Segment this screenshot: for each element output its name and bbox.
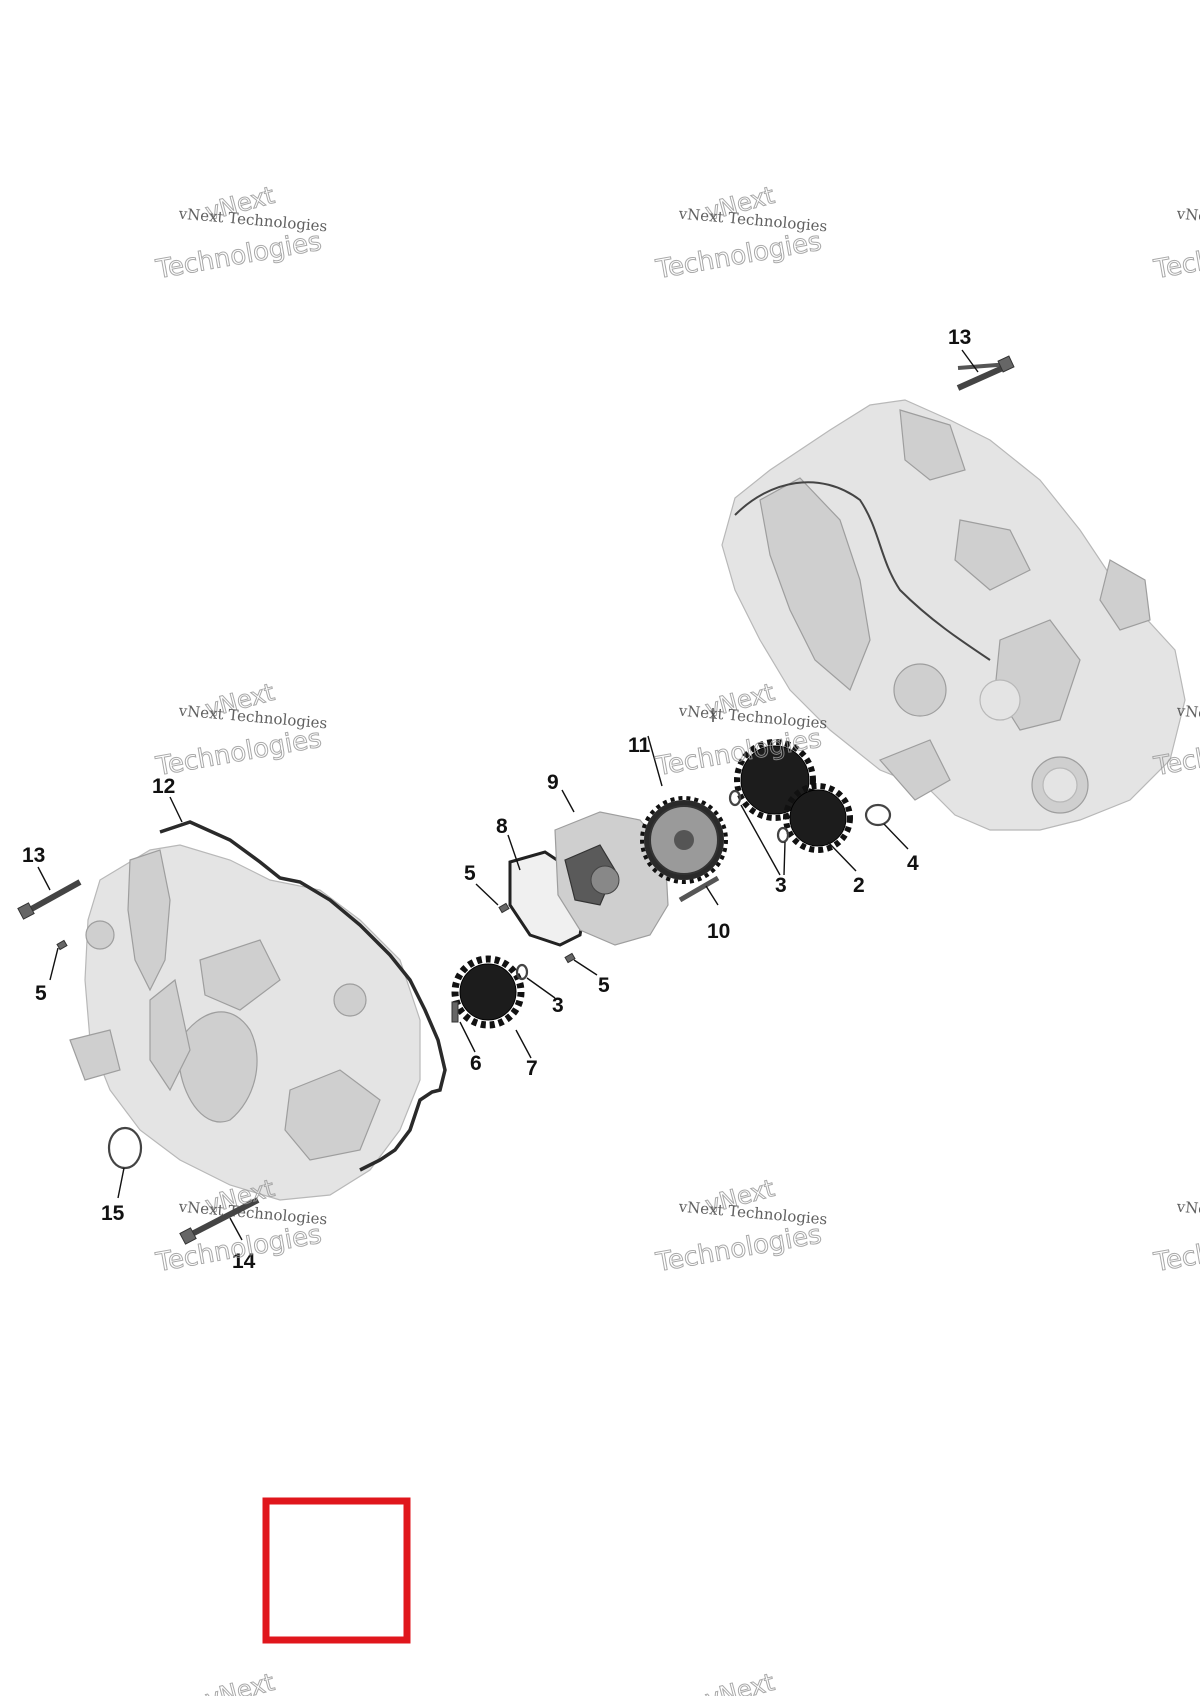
callout-6: 6 <box>470 1052 482 1075</box>
ring-3-c <box>515 963 529 981</box>
dowel-pin-5-left <box>56 939 68 951</box>
shaft-10 <box>678 875 720 903</box>
callout-5-left: 5 <box>35 982 47 1005</box>
highlight-box <box>262 1497 411 1644</box>
callout-labels: 13 11 9 12 8 13 5 5 3 2 4 10 5 3 6 7 15 … <box>22 326 971 1273</box>
watermark-3: vNext Technologies Technologies <box>1151 204 1200 285</box>
gasket-12 <box>159 820 447 1172</box>
svg-text:Technologies: Technologies <box>1151 1220 1200 1279</box>
watermark-1: vNext vNext Technologies Technologies <box>153 181 328 286</box>
svg-text:vNext Technologies: vNext Technologies <box>1175 701 1200 732</box>
svg-text:vNext: vNext <box>202 1668 277 1696</box>
callout-5-middle-bottom: 5 <box>598 974 610 997</box>
ring-15 <box>107 1126 143 1170</box>
callout-4: 4 <box>907 852 919 875</box>
callout-2: 2 <box>853 874 865 897</box>
watermark-10: vNext <box>202 1668 278 1696</box>
svg-text:vNext Technologies: vNext Technologies <box>1175 1197 1200 1228</box>
gear-7 <box>451 955 525 1029</box>
dowel-pin-5-b <box>564 952 576 964</box>
svg-text:Technologies: Technologies <box>653 1220 824 1279</box>
svg-text:Technologies: Technologies <box>1151 227 1200 286</box>
ring-4 <box>864 803 892 827</box>
callout-15: 15 <box>101 1202 125 1225</box>
callout-7: 7 <box>526 1057 538 1080</box>
svg-text:vNext Technologies: vNext Technologies <box>1175 204 1200 235</box>
svg-text:vNext: vNext <box>702 1668 777 1696</box>
oil-pump-body-9 <box>554 811 669 946</box>
svg-text:Technologies: Technologies <box>653 227 824 286</box>
svg-text:Technologies: Technologies <box>153 724 324 783</box>
callout-14: 14 <box>232 1250 256 1273</box>
callout-9: 9 <box>547 771 559 794</box>
callout-10: 10 <box>707 920 730 943</box>
leader-lines <box>37 349 979 1241</box>
cover-left <box>69 844 421 1201</box>
callout-13-left: 13 <box>22 844 45 867</box>
bolt-14 <box>179 1197 260 1245</box>
callout-8: 8 <box>496 815 508 838</box>
watermark-9: vNext Technologies Technologies <box>1151 1197 1200 1278</box>
dowel-pin-5-a <box>498 902 510 914</box>
callout-3-left: 3 <box>552 994 564 1017</box>
callout-13-top: 13 <box>948 326 971 349</box>
callout-11: 11 <box>628 734 651 757</box>
callout-5-middle-top: 5 <box>464 862 476 885</box>
gear-11 <box>640 796 728 884</box>
watermark-8: vNext vNext Technologies Technologies <box>653 1174 828 1279</box>
svg-text:Technologies: Technologies <box>153 227 324 286</box>
gears-2 <box>734 739 853 853</box>
callout-3-right: 3 <box>775 874 787 897</box>
pin-6 <box>451 1001 459 1023</box>
crankcase-right <box>721 399 1186 831</box>
ring-3-a <box>728 789 742 807</box>
watermark-2: vNext vNext Technologies Technologies <box>653 181 828 286</box>
ring-3-b <box>776 826 790 844</box>
watermark-11: vNext <box>702 1668 778 1696</box>
bolt-13-left <box>17 879 82 920</box>
watermark-4: vNext vNext Technologies Technologies <box>153 678 328 783</box>
bolt-13-top <box>956 355 1015 391</box>
callout-12: 12 <box>152 775 175 798</box>
